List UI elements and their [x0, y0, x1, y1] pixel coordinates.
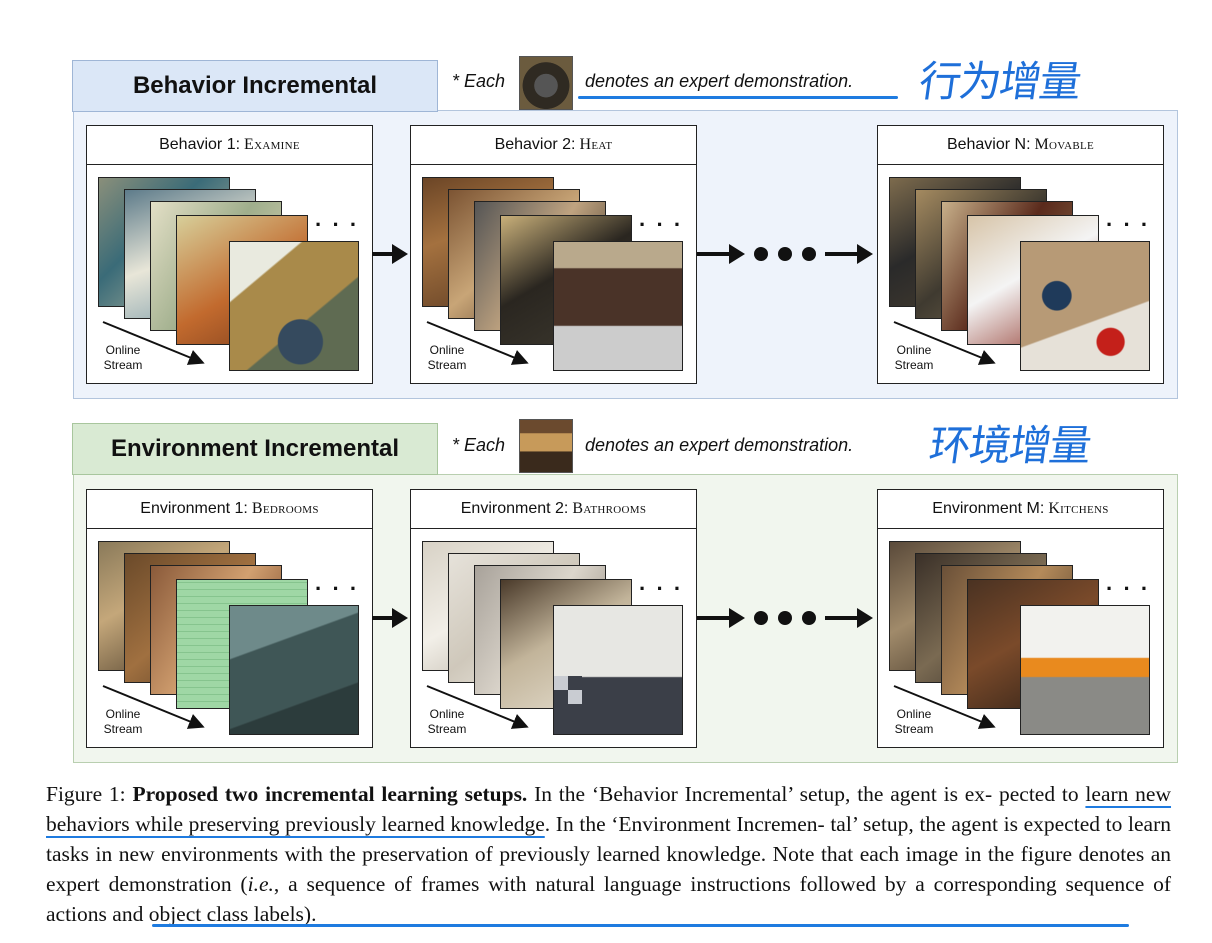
- behavior-note-suffix: denotes an expert demonstration.: [585, 71, 854, 91]
- handwritten-annotation: 环境增量: [926, 421, 1094, 470]
- handwritten-underline: [578, 96, 898, 99]
- online-stream-arrow-icon: [426, 685, 529, 729]
- online-word: Online: [896, 707, 932, 721]
- caption-text: . In the ‘Environment Incremen-: [544, 812, 825, 836]
- panel-title: Environment M: Kitchens: [878, 490, 1163, 529]
- environment-panel-1: Environment 1: Bedrooms · · · Online Str…: [86, 489, 373, 748]
- online-word: Online: [429, 343, 465, 357]
- environment-note-prefix: * Each: [452, 435, 506, 455]
- panel-label: Environment 2:: [460, 500, 569, 517]
- environment-panel-m: Environment M: Kitchens · · · Online Str…: [877, 489, 1164, 748]
- demo-frame: [229, 605, 359, 735]
- behavior-panel-1: Behavior 1: Examine · · · Online Stream: [86, 125, 373, 384]
- caption-bold-title: Proposed two incremental learning setups…: [132, 782, 528, 806]
- online-word: Online: [105, 707, 141, 721]
- demo-frame: [229, 241, 359, 371]
- behavior-section-title: Behavior Incremental: [72, 60, 438, 112]
- ellipsis-icon: · · ·: [1106, 576, 1151, 601]
- stream-word: Stream: [894, 722, 934, 736]
- panel-task: Movable: [1034, 136, 1095, 153]
- behavior-note-prefix: * Each: [452, 71, 506, 91]
- online-word: Online: [105, 343, 141, 357]
- continuation-dots-arrow-icon: [697, 608, 873, 628]
- panel-task: Heat: [579, 136, 613, 153]
- panel-task: Examine: [244, 136, 300, 153]
- panel-label: Environment M:: [932, 500, 1045, 517]
- ellipsis-icon: · · ·: [1106, 212, 1151, 237]
- online-stream-arrow-icon: [426, 321, 529, 365]
- online-stream-arrow-icon: [893, 685, 996, 729]
- online-stream-label: Online Stream: [98, 343, 148, 373]
- online-word: Online: [896, 343, 932, 357]
- behavior-panel-n: Behavior N: Movable · · · Online Stream: [877, 125, 1164, 384]
- online-stream-label: Online Stream: [98, 707, 148, 737]
- next-arrow-icon: [372, 244, 408, 264]
- handwritten-annotation: 行为增量: [916, 57, 1084, 106]
- panel-task: Bedrooms: [251, 500, 319, 517]
- continuation-dots-arrow-icon: [697, 244, 873, 264]
- demo-frame: [1020, 605, 1150, 735]
- demo-frame: [553, 605, 683, 735]
- stream-word: Stream: [427, 358, 467, 372]
- online-stream-label: Online Stream: [422, 707, 472, 737]
- stream-word: Stream: [103, 358, 143, 372]
- panel-task: Bathrooms: [572, 500, 647, 517]
- caption-underlined-text: learn new behaviors while preserving pre…: [46, 782, 1172, 836]
- panel-title: Environment 1: Bedrooms: [87, 490, 372, 529]
- caption-prefix: Figure 1:: [46, 782, 133, 806]
- online-stream-label: Online Stream: [422, 343, 472, 373]
- online-stream-label: Online Stream: [889, 343, 939, 373]
- panel-title: Behavior 2: Heat: [411, 126, 696, 165]
- caption-text: natural language instructions followed b…: [46, 872, 1172, 926]
- demo-thumbnail-icon: [519, 419, 573, 473]
- online-stream-arrow-icon: [893, 321, 996, 365]
- handwritten-underline: [152, 924, 1129, 927]
- environment-note-suffix: denotes an expert demonstration.: [585, 435, 854, 455]
- environment-section-title: Environment Incremental: [72, 423, 438, 475]
- online-word: Online: [429, 707, 465, 721]
- caption-text: tal’ setup, the agent is expected to lea…: [46, 812, 1171, 866]
- demo-frame: [1020, 241, 1150, 371]
- caption-text: knowledge. Note that each image in the f…: [46, 842, 1172, 896]
- caption-text: , a sequence of frames with: [273, 872, 527, 896]
- panel-label: Environment 1:: [140, 500, 248, 517]
- panel-label: Behavior N:: [946, 136, 1031, 153]
- caption-text: pected to: [999, 782, 1086, 806]
- figure-caption: Figure 1: Proposed two incremental learn…: [46, 779, 1171, 929]
- panel-label: Behavior 1:: [159, 136, 241, 153]
- stream-word: Stream: [894, 358, 934, 372]
- ellipsis-icon: · · ·: [315, 576, 360, 601]
- behavior-panel-2: Behavior 2: Heat · · · Online Stream: [410, 125, 697, 384]
- panel-title: Behavior 1: Examine: [87, 126, 372, 165]
- caption-text: In the ‘Behavior Incremental’ setup, the…: [527, 782, 993, 806]
- caption-italic: i.e.: [247, 872, 274, 896]
- environment-panel-2: Environment 2: Bathrooms · · · Online St…: [410, 489, 697, 748]
- demo-thumbnail-icon: [519, 56, 573, 110]
- ellipsis-icon: · · ·: [639, 212, 684, 237]
- ellipsis-icon: · · ·: [315, 212, 360, 237]
- online-stream-arrow-icon: [102, 685, 205, 729]
- stream-word: Stream: [427, 722, 467, 736]
- panel-title: Behavior N: Movable: [878, 126, 1163, 165]
- next-arrow-icon: [372, 608, 408, 628]
- panel-task: Kitchens: [1048, 500, 1109, 517]
- demo-frame: [553, 241, 683, 371]
- online-stream-arrow-icon: [102, 321, 205, 365]
- online-stream-label: Online Stream: [889, 707, 939, 737]
- ellipsis-icon: · · ·: [639, 576, 684, 601]
- panel-title: Environment 2: Bathrooms: [411, 490, 696, 529]
- stream-word: Stream: [103, 722, 143, 736]
- panel-label: Behavior 2:: [494, 136, 576, 153]
